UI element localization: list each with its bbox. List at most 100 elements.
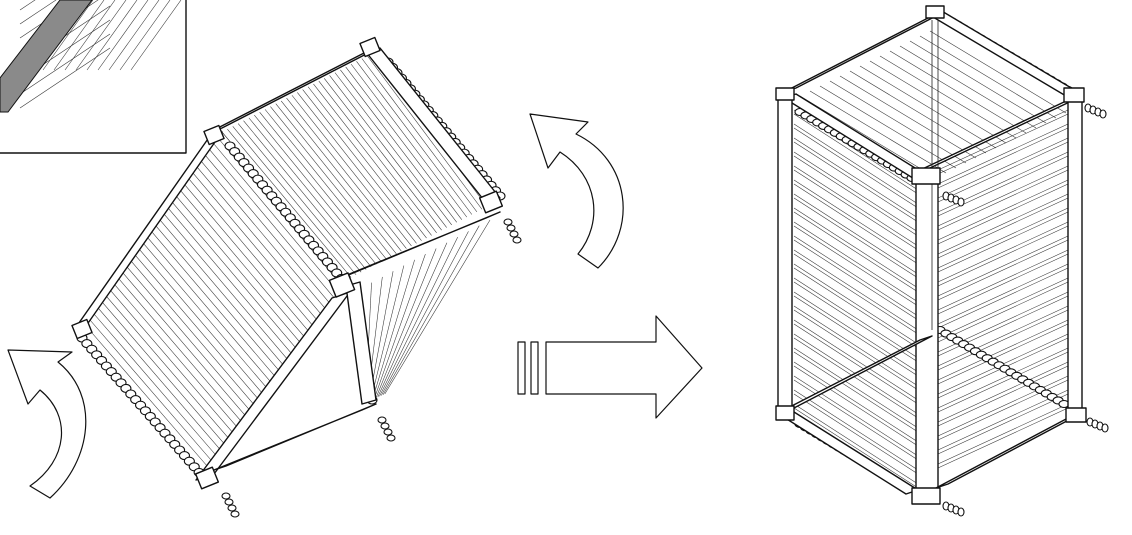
rotate-arrow-left xyxy=(7,349,87,499)
tilted-slat xyxy=(197,167,323,316)
tilted-frame-bottom-right xyxy=(213,403,377,471)
upright-corner-cap-2 xyxy=(775,87,795,101)
tilted-slat xyxy=(102,302,231,451)
upright-slat-side xyxy=(937,137,1069,199)
upright-slat-front xyxy=(793,389,919,471)
tilted-stud xyxy=(503,218,513,226)
tilted-frame-left xyxy=(73,131,223,331)
inset-slat xyxy=(53,0,105,71)
tilted-slat xyxy=(98,308,227,457)
tilted-frame-top-right xyxy=(365,47,501,205)
inset-slat xyxy=(130,0,182,71)
upright-slat-front xyxy=(793,263,919,345)
upright-slat-side-2 xyxy=(937,239,1069,301)
upright-slat-front xyxy=(793,151,919,233)
upright-slat-front xyxy=(793,305,919,387)
upright-slat-side-2 xyxy=(937,407,1069,469)
tilted-stud xyxy=(377,416,387,424)
inset-slat-cross xyxy=(19,47,111,109)
upright-slat-top xyxy=(859,65,997,149)
tilted-slat-upper xyxy=(254,114,377,265)
upright-slat-front-2 xyxy=(793,365,919,447)
tilted-slat-upper xyxy=(259,112,382,262)
upright-slat-front-2 xyxy=(793,337,919,419)
upright-slat-side xyxy=(937,207,1069,269)
tilted-corner-cap-2 xyxy=(478,190,504,214)
tilted-slat-upper xyxy=(286,97,407,249)
upright-slat-side xyxy=(937,221,1069,283)
tilted-slat-upper xyxy=(248,117,372,268)
upright-slat-side-2 xyxy=(937,127,1069,189)
rotate-arrow-top xyxy=(529,113,624,269)
upright-slat-front xyxy=(793,235,919,317)
tilted-slat-lower xyxy=(381,231,469,396)
tilted-frame-top-left xyxy=(209,47,379,133)
tilted-stud xyxy=(380,422,390,430)
upright-slat-front xyxy=(793,291,919,373)
inset-slat xyxy=(97,0,149,71)
tilted-slat xyxy=(135,255,263,404)
tilted-slat-upper xyxy=(329,75,447,228)
upright-slat-front xyxy=(793,249,919,331)
tilted-slat-upper xyxy=(361,58,478,213)
tilted-corner-cap-1 xyxy=(359,36,381,58)
upright-slat-side-2 xyxy=(937,393,1069,455)
inset-slat xyxy=(86,0,138,71)
upright-slat-front-2 xyxy=(793,351,919,433)
tilted-slat-upper xyxy=(232,126,357,275)
tilted-slat-upper xyxy=(275,103,397,254)
upright-slat-front xyxy=(793,375,919,457)
tilted-slat-upper xyxy=(345,66,463,220)
upright-slat-side-2 xyxy=(937,141,1069,203)
tilted-slat-lower xyxy=(379,236,458,397)
upright-slat-top xyxy=(899,45,1037,129)
upright-slat-front-2 xyxy=(793,309,919,391)
tilted-slat-upper xyxy=(237,123,362,273)
tilted-slat xyxy=(209,149,335,298)
upright-corner-cap-6 xyxy=(1065,407,1087,423)
tilted-stud xyxy=(512,236,522,244)
curved-arrow-ccw-icon xyxy=(529,113,624,269)
tilted-slat-lower xyxy=(384,219,491,395)
upright-slat-top xyxy=(889,50,1027,134)
inset-slat xyxy=(108,0,160,71)
tilted-slat-lower xyxy=(370,265,405,401)
tilted-slat-upper xyxy=(243,120,367,270)
tilted-slat xyxy=(106,296,235,445)
upright-slat-side xyxy=(937,361,1069,423)
upright-slat-top xyxy=(919,35,1057,119)
upright-slat-side xyxy=(937,347,1069,409)
upright-slat-side-2 xyxy=(937,323,1069,385)
upright-slat-top xyxy=(819,85,957,169)
upright-slat-front xyxy=(793,277,919,359)
upright-bottom-left xyxy=(779,335,933,413)
tilted-slat xyxy=(172,202,299,351)
upright-slat-front xyxy=(793,221,919,303)
tilted-slat-lower xyxy=(377,242,448,398)
upright-foot-studs xyxy=(942,103,1109,517)
upright-slat-side xyxy=(937,389,1069,451)
upright-slat-front-2 xyxy=(793,155,919,237)
tilted-slat xyxy=(176,196,303,345)
tilted-slat xyxy=(147,237,275,386)
upright-slat-front-2 xyxy=(793,141,919,223)
tilted-slat xyxy=(151,231,279,381)
upright-post-left xyxy=(777,95,793,417)
upright-slat-top xyxy=(839,75,977,159)
upright-slat-side xyxy=(937,165,1069,227)
tilted-slat xyxy=(164,214,291,363)
tilted-stud xyxy=(386,434,396,442)
tilted-slat-lower xyxy=(372,259,415,400)
upright-slat-side xyxy=(937,319,1069,381)
tilted-slats-back xyxy=(85,49,493,475)
curved-arrow-ccw-icon xyxy=(7,349,87,499)
upright-top-front xyxy=(783,93,929,181)
upright-slat-front xyxy=(793,207,919,289)
inset-slat xyxy=(119,0,171,71)
tilted-corner-cap-6 xyxy=(71,318,93,340)
tilted-slat-upper xyxy=(297,92,417,244)
tilted-slat-upper xyxy=(334,72,452,226)
upright-slat-front-2 xyxy=(793,393,919,475)
transition-arrow xyxy=(517,315,703,419)
upright-slat-side-2 xyxy=(937,113,1069,175)
